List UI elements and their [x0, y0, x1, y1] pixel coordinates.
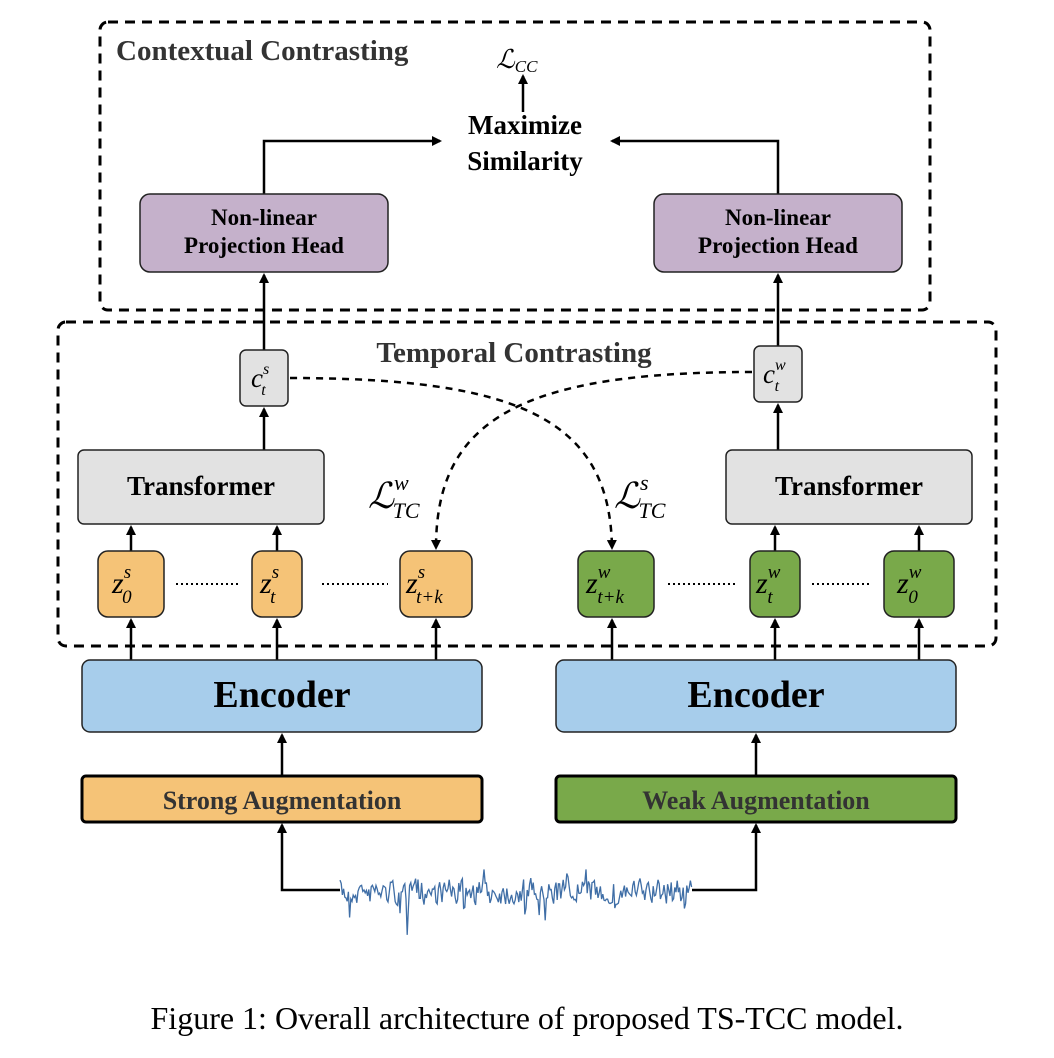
arrow-signal-to-weak-aug [692, 823, 761, 892]
contextual-contrasting-label: Contextual Contrasting [116, 35, 409, 67]
svg-text:zw0: zw0 [896, 562, 922, 608]
contextual-contrasting-section [98, 20, 932, 312]
transformer-left: Transformer [77, 449, 325, 525]
projection-head-right: Non-linear Projection Head [653, 193, 903, 273]
svg-text:zwt+k: zwt+k [585, 562, 624, 608]
svg-text:Encoder: Encoder [687, 674, 824, 716]
time-series-signal [339, 869, 693, 935]
figure-caption: Figure 1: Overall architecture of propos… [150, 1000, 904, 1036]
strong-augmentation-box: Strong Augmentation [80, 774, 484, 824]
svg-text:zst: zst [259, 562, 279, 608]
transformer-right: Transformer [725, 449, 973, 525]
encoder-right: Encoder [555, 659, 957, 733]
dashed-arc-ct-s-to-z-tk-w [289, 376, 617, 550]
loss-cc: ℒCC [496, 45, 538, 76]
arrow-signal-to-strong-aug [277, 823, 340, 892]
svg-text:cwt: cwt [763, 357, 786, 395]
svg-text:Non-linear: Non-linear [211, 205, 317, 230]
svg-text:Encoder: Encoder [213, 674, 350, 716]
encoder-left: Encoder [81, 659, 483, 733]
svg-text:Weak Augmentation: Weak Augmentation [642, 786, 870, 815]
svg-text:zwt: zwt [755, 562, 781, 608]
temporal-contrasting-label: Temporal Contrasting [376, 337, 652, 369]
maximize-label: Maximize [468, 110, 582, 140]
svg-text:zst+k: zst+k [405, 562, 443, 608]
svg-text:Transformer: Transformer [775, 471, 923, 501]
svg-text:Non-linear: Non-linear [725, 205, 831, 230]
temporal-contrasting-section [56, 320, 998, 648]
svg-text:cst: cst [251, 361, 269, 399]
svg-text:Projection Head: Projection Head [698, 233, 858, 258]
similarity-label: Similarity [467, 146, 583, 176]
projection-head-left: Non-linear Projection Head [139, 193, 389, 273]
svg-text:Transformer: Transformer [127, 471, 275, 501]
weak-augmentation-box: Weak Augmentation [554, 774, 958, 824]
svg-text:Projection Head: Projection Head [184, 233, 344, 258]
svg-text:zs0: zs0 [111, 562, 132, 608]
dashed-arc-ct-w-to-z-tk-s [431, 370, 753, 550]
arrow-proj-right-to-similarity [610, 136, 780, 194]
svg-text:Strong Augmentation: Strong Augmentation [163, 786, 402, 815]
arrow-proj-left-to-similarity [262, 136, 442, 194]
